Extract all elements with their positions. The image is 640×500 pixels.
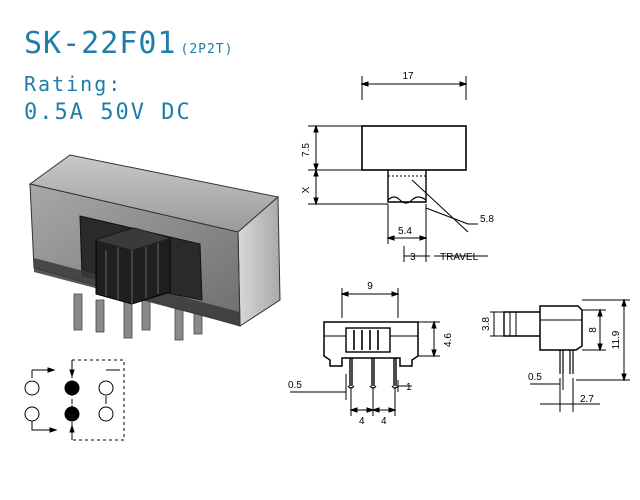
dim-top-actuator: 5.4 [398, 226, 412, 237]
terminal-common-1 [64, 380, 80, 396]
side-view-actuator [503, 311, 540, 337]
rating-value: 0.5A 50V DC [24, 100, 192, 125]
dim-front-width: 9 [367, 281, 373, 292]
circuit-schematic [24, 359, 125, 441]
model-number: SK-22F01 [24, 26, 177, 61]
terminal-3 [24, 406, 40, 422]
dim-top-x: X [301, 186, 312, 193]
dim-front-left: 0.5 [288, 380, 302, 391]
top-view-actuator [387, 170, 427, 203]
switch-actuator [95, 227, 171, 305]
pole-config: (2P2T) [180, 42, 234, 57]
dim-side-body: 8 [588, 327, 599, 333]
dim-front-pitch-b: 4 [381, 416, 387, 427]
terminal-2 [98, 380, 114, 396]
dim-front-pitch-a: 4 [359, 416, 365, 427]
terminal-4 [98, 406, 114, 422]
dim-side-actuator: 3.8 [481, 317, 492, 331]
top-view-body [361, 125, 467, 171]
dim-top-travel: 3 [410, 252, 416, 263]
dim-front-right: 1 [406, 382, 412, 393]
dim-side-total: 11.9 [611, 330, 622, 349]
switch-photo [28, 154, 281, 341]
front-view-actuator [345, 327, 391, 353]
dim-top-offset: 5.8 [480, 214, 494, 225]
terminal-common-2 [64, 406, 80, 422]
dim-side-offset: 0.5 [528, 372, 542, 383]
dim-side-pitch: 2.7 [580, 394, 594, 405]
travel-label: TRAVEL [440, 252, 479, 263]
dim-top-height: 7.5 [301, 143, 312, 157]
dim-front-height: 4.6 [443, 333, 454, 347]
side-view-drawing [490, 298, 630, 412]
dim-top-width: 17 [402, 71, 414, 82]
rating-label: Rating: [24, 72, 123, 96]
top-view-drawing [308, 76, 488, 262]
side-view-body [539, 305, 583, 351]
product-title: SK-22F01(2P2T) [24, 26, 233, 61]
front-view-drawing [290, 288, 440, 416]
switch-pins [73, 293, 203, 341]
terminal-1 [24, 380, 40, 396]
